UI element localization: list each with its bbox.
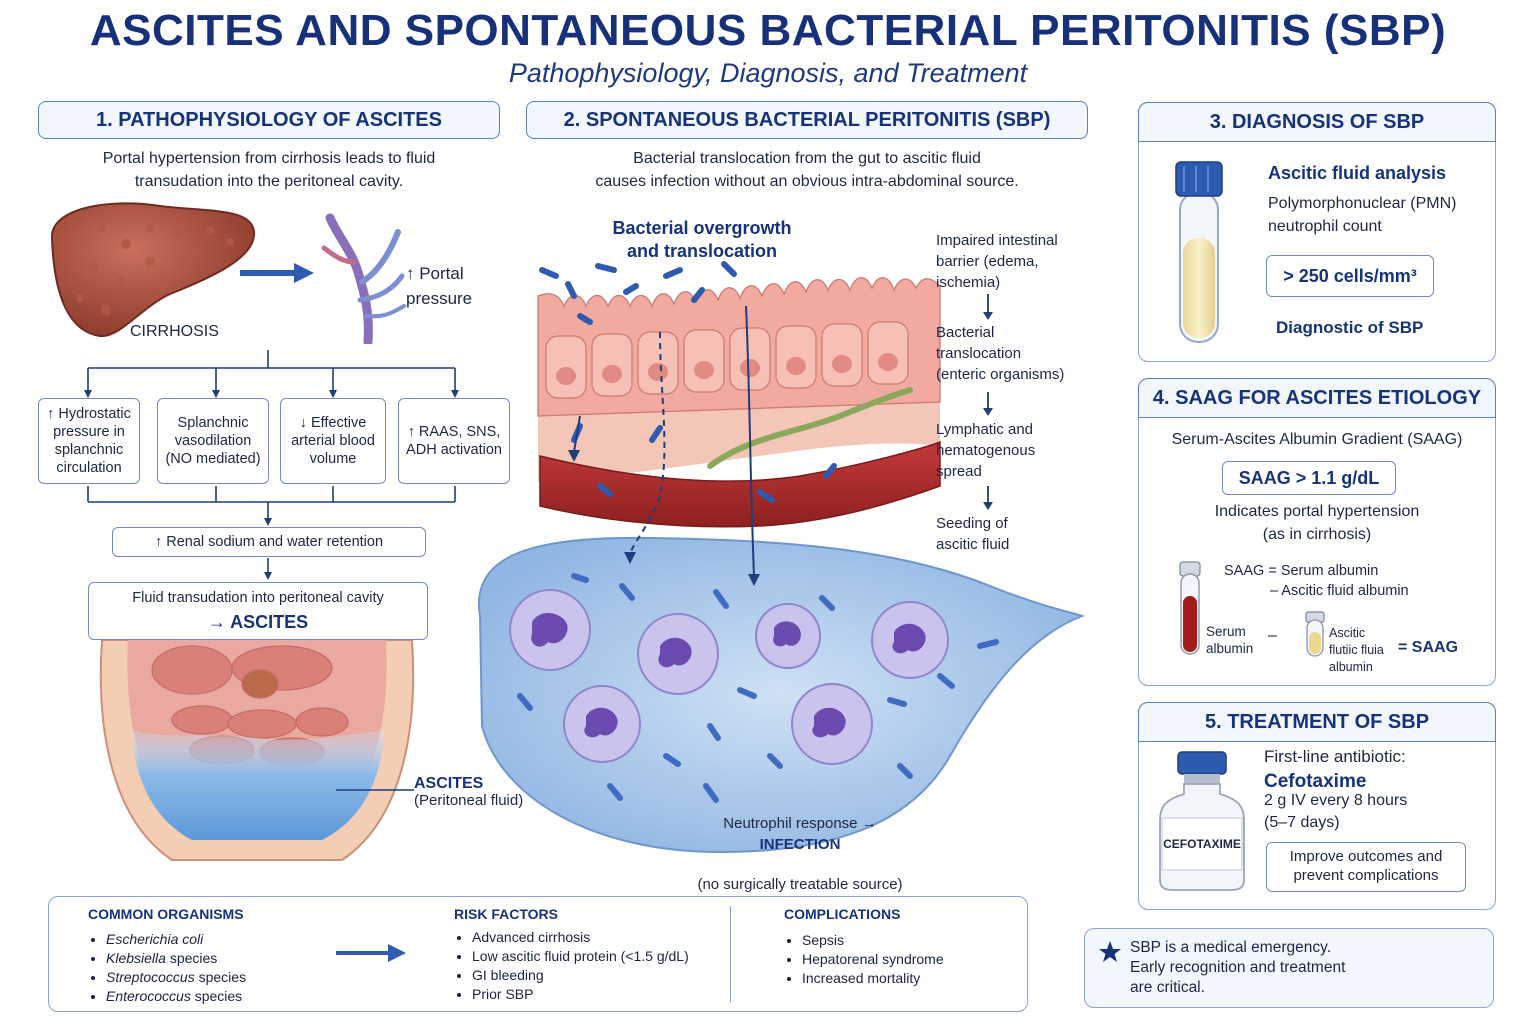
cefotaxime-vial-icon: CEFOTAXIME <box>1159 751 1245 891</box>
star-icon <box>1099 941 1121 962</box>
neutrophil-response: Neutrophil response → <box>723 815 877 833</box>
risk-factors-title: RISK FACTORS <box>454 906 558 922</box>
section2-intro: Bacterial translocation from the gut to … <box>595 150 1019 191</box>
sbp-illustration <box>477 261 1085 854</box>
saag-indicates: Indicates portal hypertension (as in cir… <box>1214 503 1420 544</box>
mechanism-box-raas: ↑ RAAS, SNS, ADH activation <box>398 398 510 484</box>
saag-formula-line1: SAAG = Serum albumin <box>1224 563 1379 579</box>
saag-threshold-box: SAAG > 1.1 g/dL <box>1222 461 1396 495</box>
organism-item: Enterococcus species <box>106 987 328 1006</box>
diagnostic-label: Diagnostic of SBP <box>1276 318 1424 337</box>
test-tube-icon <box>1175 161 1223 343</box>
transudation-text: Fluid transudation into peritoneal cavit… <box>132 589 384 606</box>
translocation-step-1: Impaired intestinal barrier (edema, isch… <box>936 232 1058 291</box>
fluid-analysis-label: Ascitic fluid analysis <box>1268 163 1447 183</box>
translocation-step-2: Bacterial translocation (enteric organis… <box>936 324 1065 383</box>
ascites-label: ASCITES <box>414 775 484 792</box>
emergency-note-panel <box>1084 928 1494 1008</box>
mechanism-box-blood-volume: ↓ Effective arterial blood volume <box>280 398 386 484</box>
organisms-list: Escherichia coli Klebsiella species Stre… <box>88 930 328 1006</box>
section2-header: 2. SPONTANEOUS BACTERIAL PERITONITIS (SB… <box>526 101 1088 139</box>
serum-albumin-label: Serum albumin <box>1206 624 1254 656</box>
section5-header: 5. TREATMENT OF SBP <box>1138 702 1496 742</box>
complication-item: Sepsis <box>802 931 1004 950</box>
risk-factor-item: Advanced cirrhosis <box>472 928 714 947</box>
portal-vein-illustration <box>321 213 406 344</box>
ascites-result: → ASCITES <box>207 611 309 632</box>
drug-name: Cefotaxime <box>1264 771 1367 792</box>
translocation-step-arrows <box>983 294 993 510</box>
organisms-to-risk-arrow <box>336 944 406 962</box>
risk-factors-list: Advanced cirrhosis Low ascitic fluid pro… <box>454 928 714 1004</box>
no-source-label: (no surgically treatable source) <box>697 876 903 893</box>
abdomen-illustration <box>99 640 415 861</box>
translocation-step-4: Seeding of ascitic fluid <box>936 515 1010 553</box>
section4-header: 4. SAAG FOR ASCITES ETIOLOGY <box>1138 378 1496 418</box>
liver-illustration <box>50 202 256 338</box>
translocation-step-3: Lymphatic and hematogenous spread <box>936 421 1036 480</box>
organisms-title: COMMON ORGANISMS <box>88 906 244 922</box>
risk-factor-item: GI bleeding <box>472 966 714 985</box>
ascitic-albumin-label: Ascitic flutiic fluia albumin <box>1329 626 1384 674</box>
infection-label: INFECTION <box>759 835 841 853</box>
retention-box: ↑ Renal sodium and water retention <box>112 527 426 557</box>
bottom-divider <box>730 906 731 1002</box>
complication-item: Hepatorenal syndrome <box>802 950 1004 969</box>
liver-label: CIRRHOSIS <box>130 323 219 340</box>
liver-to-portal-arrow <box>240 263 314 283</box>
bottom-info-panel <box>48 896 1028 1012</box>
outcome-box: Improve outcomes and prevent complicatio… <box>1266 842 1466 892</box>
risk-factor-item: Prior SBP <box>472 985 714 1004</box>
organism-item: Escherichia coli <box>106 930 328 949</box>
page-title: ASCITES AND SPONTANEOUS BACTERIAL PERITO… <box>89 6 1447 55</box>
complication-item: Increased mortality <box>802 969 1004 988</box>
overgrowth-label: Bacterial overgrowth and translocation <box>612 218 792 261</box>
ascitic-tube-icon <box>1305 611 1325 657</box>
emergency-note-text: SBP is a medical emergency. Early recogn… <box>1130 939 1346 997</box>
section1-intro: Portal hypertension from cirrhosis leads… <box>102 150 436 191</box>
organism-item: Klebsiella species <box>106 949 328 968</box>
saag-full-name: Serum-Ascites Albumin Gradient (SAAG) <box>1171 431 1463 448</box>
drug-dose: 2 g IV every 8 hours (5–7 days) <box>1264 792 1408 831</box>
portal-pressure-label: ↑ Portal pressure <box>406 264 473 308</box>
saag-formula-line2: – Ascitic fluid albumin <box>1270 583 1409 599</box>
risk-factor-item: Low ascitic fluid protein (<1.5 g/dL) <box>472 947 714 966</box>
transudation-box: Fluid transudation into peritoneal cavit… <box>88 582 428 640</box>
complications-title: COMPLICATIONS <box>784 906 901 922</box>
ascites-sublabel: (Peritoneal fluid) <box>414 792 524 809</box>
pmn-threshold-box: > 250 cells/mm³ <box>1266 255 1434 297</box>
serum-tube-icon <box>1179 561 1201 655</box>
section3-header: 3. DIAGNOSIS OF SBP <box>1138 102 1496 142</box>
organism-item: Streptococcus species <box>106 968 328 987</box>
vial-label-text: CEFOTAXIME <box>1163 837 1241 851</box>
section1-header: 1. PATHOPHYSIOLOGY OF ASCITES <box>38 101 500 139</box>
mechanism-box-vasodilation: Splanchnic vasodilation (NO mediated) <box>157 398 269 484</box>
first-line-label: First-line antibiotic: <box>1264 747 1406 766</box>
mechanism-box-hydrostatic: ↑ Hydrostatic pressure in splanchnic cir… <box>38 398 140 484</box>
pmn-count-label: Polymorphonuclear (PMN) neutrophil count <box>1268 195 1457 236</box>
complications-list: Sepsis Hepatorenal syndrome Increased mo… <box>784 931 1004 988</box>
neutrophil-caption: Neutrophil response → INFECTION (no surg… <box>640 794 960 895</box>
page-subtitle: Pathophysiology, Diagnosis, and Treatmen… <box>508 58 1028 88</box>
saag-minus-sign: – <box>1268 627 1277 644</box>
saag-equals: = SAAG <box>1398 639 1459 656</box>
